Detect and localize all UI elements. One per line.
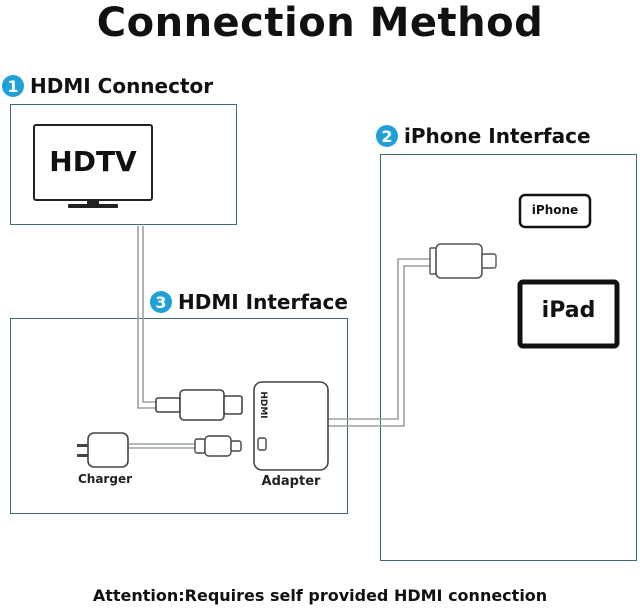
iphone-interface-panel (380, 154, 637, 561)
step-1-text: HDMI Connector (30, 74, 214, 98)
attention-note: Attention:Requires self provided HDMI co… (92, 586, 548, 605)
adapter-label: Adapter (261, 474, 321, 489)
lightning-connector-icon (429, 243, 497, 279)
step-3-text: HDMI Interface (178, 290, 348, 314)
hdtv-label: HDTV (49, 145, 137, 178)
ipad-device-icon (517, 279, 620, 349)
step-1-label: 1 HDMI Connector (2, 74, 213, 98)
hdtv-icon (33, 124, 153, 208)
iphone-label: iPhone (531, 203, 579, 217)
step-2-label: 2 iPhone Interface (376, 124, 591, 148)
charger-label: Charger (77, 472, 132, 486)
step-2-badge: 2 (376, 125, 398, 147)
page-title: Connection Method (96, 0, 544, 46)
charger-icon (77, 432, 242, 468)
ipad-label: iPad (541, 298, 596, 323)
tv-hdmi-cable (137, 226, 156, 409)
adapter-lightning-cable (328, 265, 430, 427)
step-1-badge: 1 (2, 75, 24, 97)
adapter-port-label: HDMI (258, 391, 268, 419)
step-3-badge: 3 (150, 291, 172, 313)
step-2-text: iPhone Interface (404, 124, 591, 148)
iphone-device-icon (518, 193, 592, 229)
hdmi-plug-icon (155, 389, 243, 421)
step-3-label: 3 HDMI Interface (150, 290, 348, 314)
adapter-icon (253, 381, 329, 471)
